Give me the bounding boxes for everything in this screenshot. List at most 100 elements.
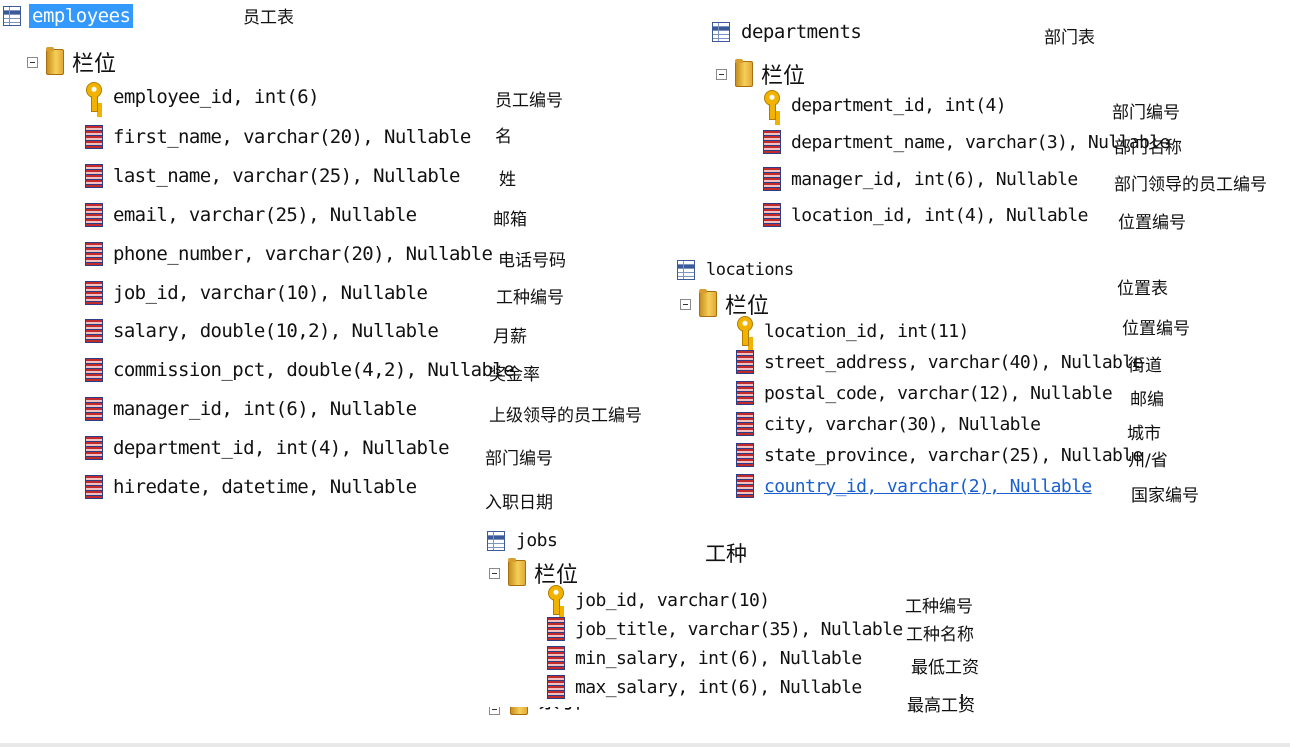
column-icon <box>547 617 565 641</box>
column-label: job_title, varchar(35), Nullable <box>575 618 903 640</box>
column-row[interactable]: employee_id, int(6) <box>85 82 320 112</box>
column-label: department_id, int(4) <box>791 94 1007 116</box>
key-icon <box>736 316 754 346</box>
table-name-employees[interactable]: employees <box>29 4 134 28</box>
column-label: city, varchar(30), Nullable <box>764 413 1041 435</box>
column-icon <box>736 350 754 374</box>
column-row[interactable]: email, varchar(25), Nullable <box>85 203 417 227</box>
note: 国家编号 <box>1131 486 1199 506</box>
column-icon <box>85 358 103 382</box>
note: 工种编号 <box>496 288 564 308</box>
folder-icon <box>699 289 717 317</box>
column-row[interactable]: job_title, varchar(35), Nullable <box>547 617 903 641</box>
column-label: manager_id, int(6), Nullable <box>791 168 1078 190</box>
column-row[interactable]: salary, double(10,2), Nullable <box>85 319 439 343</box>
column-label: manager_id, int(6), Nullable <box>113 398 417 420</box>
tree-node-jobs[interactable]: jobs <box>487 529 560 552</box>
column-row[interactable]: street_address, varchar(40), Nullable <box>736 350 1143 374</box>
column-label: salary, double(10,2), Nullable <box>113 320 439 342</box>
note: 入职日期 <box>485 493 553 513</box>
folder-jobs-columns[interactable]: 栏位 <box>489 557 578 589</box>
column-row[interactable]: manager_id, int(6), Nullable <box>763 167 1078 191</box>
note: 名 <box>495 127 512 147</box>
column-icon <box>736 412 754 436</box>
column-label: department_id, int(4), Nullable <box>113 437 450 459</box>
note-locations-table: 位置表 <box>1117 279 1168 299</box>
note: 州/省 <box>1128 451 1168 471</box>
collapse-toggle[interactable] <box>489 567 500 579</box>
column-row[interactable]: department_id, int(4) <box>763 90 1007 120</box>
collapse-toggle[interactable] <box>716 68 727 80</box>
column-row[interactable]: last_name, varchar(25), Nullable <box>85 164 460 188</box>
column-label: hiredate, datetime, Nullable <box>113 476 417 498</box>
column-icon <box>85 164 103 188</box>
column-row[interactable]: phone_number, varchar(20), Nullable <box>85 242 493 266</box>
table-name-departments[interactable]: departments <box>741 21 862 43</box>
tree-node-employees[interactable]: employees <box>3 4 134 28</box>
table-icon <box>3 6 21 26</box>
note: 部门编号 <box>485 449 553 469</box>
folder-locations-columns[interactable]: 栏位 <box>680 288 769 320</box>
key-icon <box>547 585 565 615</box>
column-icon <box>547 646 565 670</box>
column-row[interactable]: state_province, varchar(25), Nullable <box>736 443 1143 467</box>
column-label: employee_id, int(6) <box>113 86 320 108</box>
tree-node-departments[interactable]: departments <box>712 20 864 44</box>
note: 城市 <box>1127 424 1161 444</box>
note: 部门编号 <box>1112 103 1180 123</box>
column-row[interactable]: job_id, varchar(10), Nullable <box>85 281 428 305</box>
column-row[interactable]: city, varchar(30), Nullable <box>736 412 1041 436</box>
folder-jobs-indexes-partial[interactable]: 索引 <box>489 707 609 715</box>
column-icon <box>763 167 781 191</box>
note: 位置编号 <box>1118 213 1186 233</box>
folder-icon <box>735 59 753 87</box>
column-row[interactable]: location_id, int(11) <box>736 316 969 346</box>
note: 月薪 <box>493 327 527 347</box>
column-row[interactable]: manager_id, int(6), Nullable <box>85 397 417 421</box>
note-departments-table: 部门表 <box>1044 28 1095 48</box>
column-label: job_id, varchar(10) <box>575 589 770 611</box>
column-row[interactable]: first_name, varchar(20), Nullable <box>85 125 471 149</box>
column-row[interactable]: min_salary, int(6), Nullable <box>547 646 862 670</box>
column-row[interactable]: hiredate, datetime, Nullable <box>85 475 417 499</box>
column-icon <box>763 203 781 227</box>
column-icon <box>736 381 754 405</box>
tree-node-locations[interactable]: locations <box>677 259 797 281</box>
key-icon <box>763 90 781 120</box>
note: 上级领导的员工编号 <box>489 406 642 426</box>
column-icon <box>85 242 103 266</box>
column-row[interactable]: job_id, varchar(10) <box>547 585 770 615</box>
folder-departments-columns[interactable]: 栏位 <box>716 58 805 90</box>
bottom-border <box>0 743 1290 747</box>
column-row-link[interactable]: country_id, varchar(2), Nullable <box>736 474 1092 498</box>
note: 位置编号 <box>1122 319 1190 339</box>
column-icon <box>85 475 103 499</box>
expand-toggle[interactable] <box>489 707 500 715</box>
folder-label: 栏位 <box>725 294 770 319</box>
column-label: commission_pct, double(4,2), Nullable <box>113 359 515 381</box>
note: 最高工资 <box>907 696 975 716</box>
column-row[interactable]: department_name, varchar(3), Nullable <box>763 130 1170 154</box>
column-icon <box>85 281 103 305</box>
column-row[interactable]: commission_pct, double(4,2), Nullable <box>85 358 515 382</box>
table-name-locations[interactable]: locations <box>706 260 794 280</box>
column-icon <box>736 474 754 498</box>
column-icon <box>736 443 754 467</box>
note: 部门领导的员工编号 <box>1114 175 1267 195</box>
collapse-toggle[interactable] <box>27 56 38 68</box>
column-row[interactable]: postal_code, varchar(12), Nullable <box>736 381 1113 405</box>
note: 街道 <box>1128 356 1162 376</box>
column-label: state_province, varchar(25), Nullable <box>764 444 1143 466</box>
column-icon <box>85 397 103 421</box>
folder-icon <box>508 558 526 586</box>
column-row[interactable]: location_id, int(4), Nullable <box>763 203 1088 227</box>
column-label-link[interactable]: country_id, varchar(2), Nullable <box>764 475 1092 497</box>
folder-employees-columns[interactable]: 栏位 <box>27 46 116 78</box>
note: 工种名称 <box>906 625 974 645</box>
note-employees-table: 员工表 <box>243 8 294 28</box>
column-row[interactable]: max_salary, int(6), Nullable <box>547 675 862 699</box>
collapse-toggle[interactable] <box>680 298 691 310</box>
column-icon <box>547 675 565 699</box>
table-name-jobs[interactable]: jobs <box>516 530 558 551</box>
column-row[interactable]: department_id, int(4), Nullable <box>85 436 450 460</box>
